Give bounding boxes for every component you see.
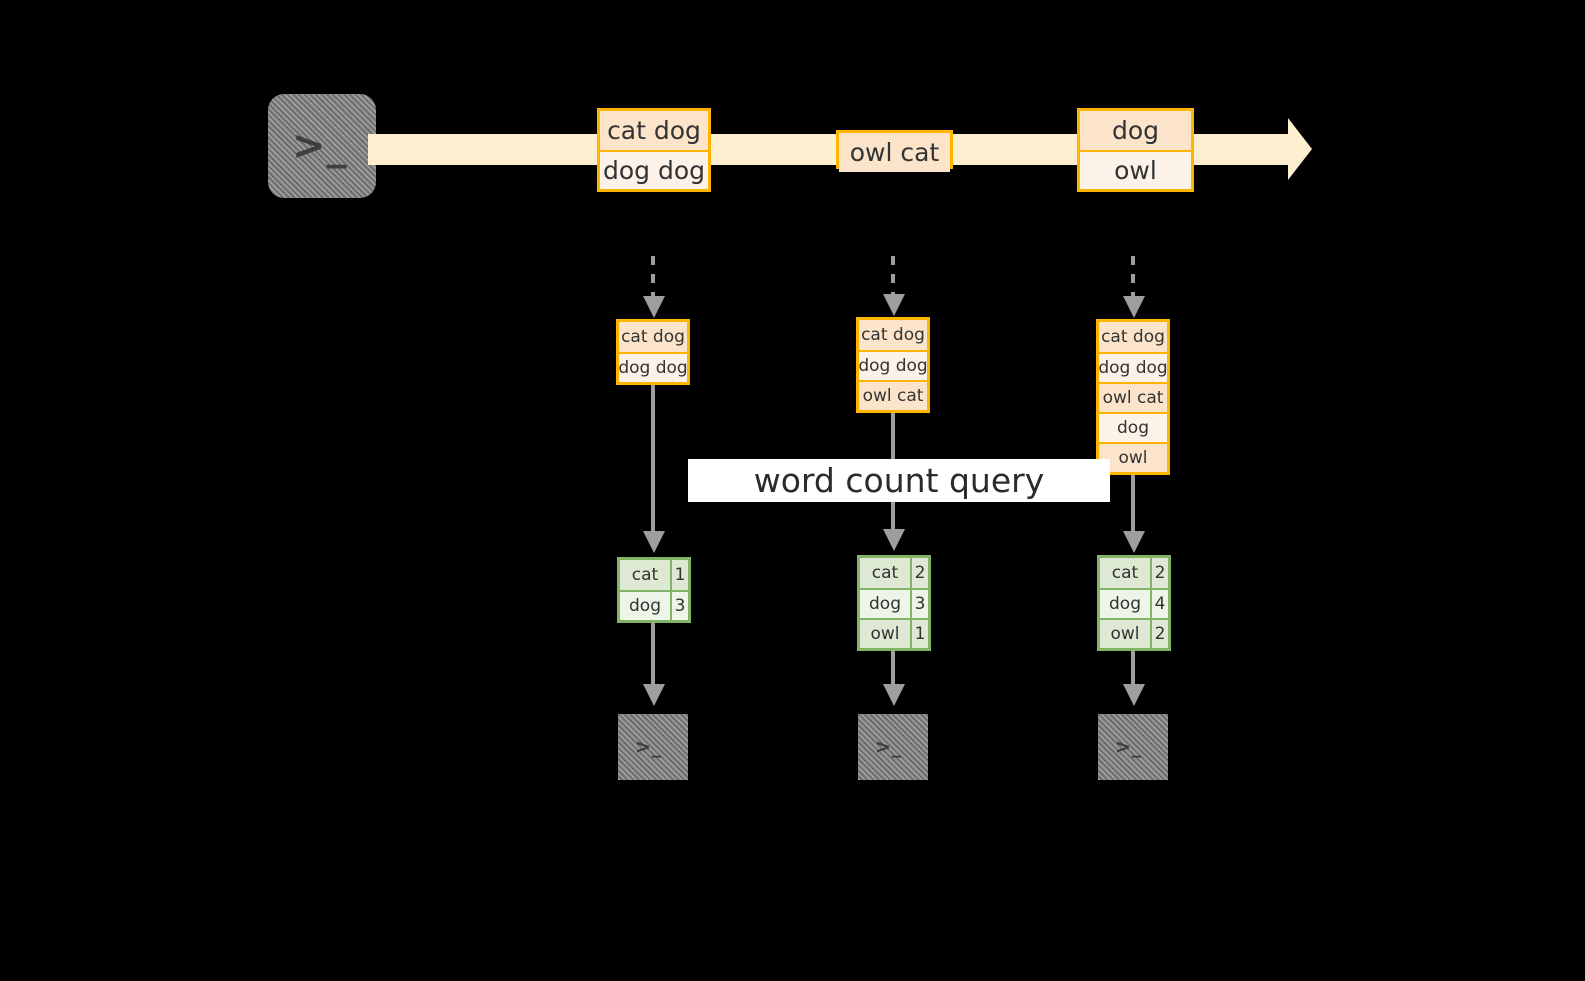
result-row: dog 3 (860, 588, 928, 618)
stream-record-line: cat dog (600, 111, 708, 150)
result-word: dog (860, 590, 912, 618)
sink-terminal-3[interactable]: >_ (1098, 714, 1168, 780)
result-table-2[interactable]: cat 2 dog 3 owl 1 (857, 555, 931, 651)
result-count: 1 (674, 565, 686, 585)
result-count: 1 (914, 624, 926, 644)
result-count: 4 (1154, 594, 1166, 614)
result-count: 3 (674, 596, 686, 616)
result-word: cat (1100, 558, 1152, 588)
sink-terminal-2[interactable]: >_ (858, 714, 928, 780)
result-word: dog (1100, 590, 1152, 618)
stream-to-snapshot-connector-2 (891, 256, 895, 300)
result-to-sink-arrowhead-3 (1123, 684, 1145, 706)
snapshot-to-result-arrowhead-1 (643, 531, 665, 553)
result-row: dog 4 (1100, 588, 1168, 618)
stream-record-line: dog (1080, 111, 1191, 150)
snapshot-row: cat dog (859, 320, 927, 350)
snapshot-row: cat dog (619, 322, 687, 352)
result-to-sink-connector-2 (891, 651, 895, 688)
stream-arrowhead-icon (1288, 118, 1312, 180)
stream-to-snapshot-arrowhead-3 (1123, 296, 1145, 318)
query-label-text: word count query (753, 461, 1045, 500)
terminal-prompt-glyph: >_ (875, 736, 903, 758)
terminal-prompt-glyph: >_ (635, 736, 663, 758)
stream-record-line: owl (1080, 150, 1191, 189)
result-row: cat 2 (1100, 558, 1168, 588)
snapshot-row: owl cat (859, 380, 927, 410)
terminal-prompt-glyph: >_ (1115, 736, 1143, 758)
result-word: cat (620, 560, 672, 590)
snapshot-table-2[interactable]: cat dog dog dog owl cat (856, 317, 930, 413)
snapshot-row: owl cat (1099, 382, 1167, 412)
result-to-sink-connector-1 (651, 623, 655, 688)
result-count: 2 (1154, 624, 1166, 644)
stream-to-snapshot-arrowhead-1 (643, 296, 665, 318)
stream-record-3[interactable]: dog owl (1077, 108, 1194, 192)
result-table-3[interactable]: cat 2 dog 4 owl 2 (1097, 555, 1171, 651)
source-terminal-icon[interactable]: >_ (268, 94, 376, 198)
terminal-prompt-glyph: >_ (292, 123, 348, 169)
result-to-sink-arrowhead-1 (643, 684, 665, 706)
result-to-sink-arrowhead-2 (883, 684, 905, 706)
snapshot-table-1[interactable]: cat dog dog dog (616, 319, 690, 385)
snapshot-to-result-arrowhead-3 (1123, 531, 1145, 553)
result-row: cat 2 (860, 558, 928, 588)
snapshot-row: dog (1099, 412, 1167, 442)
stream-record-2[interactable]: owl cat (836, 130, 953, 172)
stream-to-snapshot-connector-1 (651, 256, 655, 302)
snapshot-row: cat dog (1099, 322, 1167, 352)
snapshot-table-3[interactable]: cat dog dog dog owl cat dog owl (1096, 319, 1170, 475)
result-row: cat 1 (620, 560, 688, 590)
result-word: owl (860, 620, 912, 648)
sink-terminal-1[interactable]: >_ (618, 714, 688, 780)
result-to-sink-connector-3 (1131, 651, 1135, 688)
result-table-1[interactable]: cat 1 dog 3 (617, 557, 691, 623)
stream-record-1[interactable]: cat dog dog dog (597, 108, 711, 192)
result-count: 2 (914, 563, 926, 583)
stream-to-snapshot-connector-3 (1131, 256, 1135, 302)
result-word: owl (1100, 620, 1152, 648)
stream-record-line: owl cat (839, 133, 950, 172)
snapshot-row: dog dog (1098, 352, 1168, 382)
snapshot-row: dog dog (618, 352, 688, 382)
result-word: dog (620, 592, 672, 620)
result-word: cat (860, 558, 912, 588)
result-row: dog 3 (620, 590, 688, 620)
result-count: 3 (914, 594, 926, 614)
snapshot-to-result-arrowhead-2 (883, 529, 905, 551)
stream-record-line: dog dog (600, 150, 708, 189)
snapshot-row: owl (1099, 442, 1167, 472)
result-row: owl 2 (1100, 618, 1168, 648)
stream-to-snapshot-arrowhead-2 (883, 294, 905, 316)
snapshot-to-result-connector-1 (651, 385, 655, 535)
result-count: 2 (1154, 563, 1166, 583)
result-row: owl 1 (860, 618, 928, 648)
snapshot-to-result-connector-3 (1131, 475, 1135, 535)
query-label: word count query (688, 459, 1110, 502)
snapshot-row: dog dog (858, 350, 928, 380)
